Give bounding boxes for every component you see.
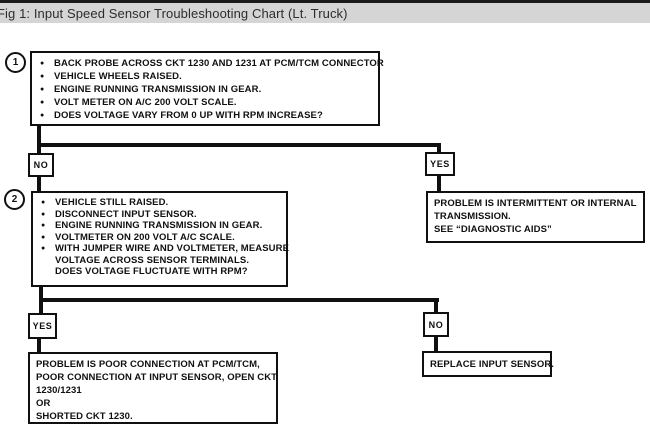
connector-line	[37, 339, 41, 352]
bullet-item: VOLT METER ON A/C 200 VOLT SCALE.	[37, 96, 375, 109]
figure-title: Fig 1: Input Speed Sensor Troubleshootin…	[0, 6, 348, 21]
connector-line	[39, 302, 43, 313]
bullet-item: VEHICLE STILL RAISED.	[38, 197, 283, 209]
result-line: SEE “DIAGNOSTIC AIDS”	[434, 224, 552, 235]
bullet-item: VEHICLE WHEELS RAISED.	[37, 70, 375, 83]
connector-line	[39, 286, 43, 302]
branch2-yes-box: YES	[28, 313, 57, 339]
figure-title-bar: Fig 1: Input Speed Sensor Troubleshootin…	[0, 0, 650, 23]
branch1-yes-box: YES	[425, 152, 455, 176]
result-replace-text: REPLACE INPUT SENSOR.	[430, 359, 555, 370]
step2-box: VEHICLE STILL RAISED. DISCONNECT INPUT S…	[31, 191, 289, 287]
result-line: POOR CONNECTION AT INPUT SENSOR, OPEN CK…	[36, 372, 278, 383]
step-number-1: 1	[5, 52, 26, 73]
bullet-item: DOES VOLTAGE VARY FROM 0 UP WITH RPM INC…	[37, 109, 375, 122]
bullet-item: WITH JUMPER WIRE AND VOLTMETER, MEASURE	[38, 243, 289, 255]
bullet-item: VOLTMETER ON 200 VOLT A/C SCALE.	[38, 232, 283, 244]
step-number-1-label: 1	[12, 57, 19, 68]
bullet-item: ENGINE RUNNING TRANSMISSION IN GEAR.	[38, 220, 283, 232]
result-poor-connection-box: PROBLEM IS POOR CONNECTION AT PCM/TCM, P…	[28, 352, 278, 424]
result-line: PROBLEM IS INTERMITTENT OR INTERNAL	[434, 198, 637, 209]
connector-line	[37, 143, 441, 147]
connector-line	[39, 298, 439, 302]
result-poor-connection-text: PROBLEM IS POOR CONNECTION AT PCM/TCM, P…	[30, 354, 278, 423]
connector-line	[437, 147, 441, 153]
bullet-continuation: VOLTAGE ACROSS SENSOR TERMINALS.	[55, 254, 250, 266]
step1-box: BACK PROBE ACROSS CKT 1230 AND 1231 AT P…	[30, 51, 384, 126]
result-line: SHORTED CKT 1230.	[36, 411, 133, 422]
branch1-no-box: NO	[28, 153, 54, 177]
result-replace-box: REPLACE INPUT SENSOR.	[422, 351, 555, 377]
connector-line	[37, 124, 41, 143]
connector-line	[434, 302, 438, 312]
connector-line	[437, 176, 441, 191]
connector-line	[37, 177, 41, 191]
step-number-2: 2	[4, 189, 25, 210]
bullet-item: BACK PROBE ACROSS CKT 1230 AND 1231 AT P…	[37, 57, 384, 70]
result-line: PROBLEM IS POOR CONNECTION AT PCM/TCM,	[36, 359, 260, 370]
bullet-continuation: DOES VOLTAGE FLUCTUATE WITH RPM?	[55, 266, 248, 277]
result-line: TRANSMISSION.	[434, 211, 511, 222]
bullet-item: DISCONNECT INPUT SENSOR.	[38, 209, 283, 221]
step1-bullet-list: BACK PROBE ACROSS CKT 1230 AND 1231 AT P…	[32, 53, 384, 122]
result-intermittent-text: PROBLEM IS INTERMITTENT OR INTERNAL TRAN…	[428, 193, 643, 236]
result-intermittent-box: PROBLEM IS INTERMITTENT OR INTERNAL TRAN…	[426, 191, 645, 243]
bullet-item: ENGINE RUNNING TRANSMISSION IN GEAR.	[37, 83, 375, 96]
result-line: 1230/1231	[36, 385, 82, 396]
connector-line	[37, 147, 41, 153]
step2-bullet-list: VEHICLE STILL RAISED. DISCONNECT INPUT S…	[33, 193, 289, 278]
result-line: OR	[36, 398, 51, 409]
step-number-2-label: 2	[11, 194, 18, 205]
connector-line	[434, 337, 438, 351]
branch2-no-box: NO	[423, 312, 449, 337]
